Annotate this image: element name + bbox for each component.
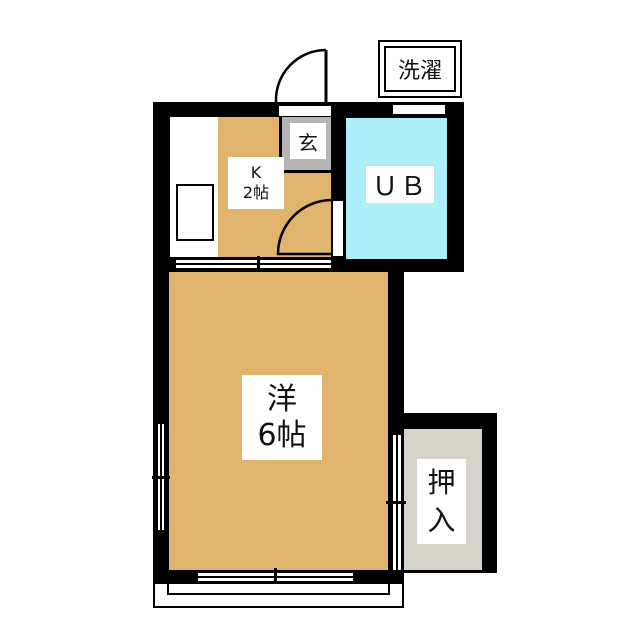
sink-icon	[176, 184, 214, 241]
kitchen-size: 2帖	[242, 183, 270, 202]
closet-label-2: 入	[427, 503, 456, 537]
western-room-size: 6帖	[257, 417, 307, 453]
closet-label-1: 押	[427, 465, 456, 499]
balcony	[153, 584, 404, 608]
entrance-door-opening	[279, 106, 331, 116]
kitchen-label-box: K 2帖	[228, 157, 284, 209]
bath-window	[393, 105, 445, 114]
unit-bath: ＵＢ	[346, 118, 447, 259]
kitchen-label: K	[250, 163, 262, 182]
western-room-label-box: 洋 6帖	[242, 375, 322, 460]
western-room-label: 洋	[267, 381, 297, 417]
entrance-label: 玄	[298, 130, 318, 155]
kitchen-partition-window	[176, 258, 331, 270]
entrance-area: 玄	[279, 117, 331, 173]
bath-label: ＵＢ	[371, 172, 428, 202]
entrance-door-icon	[274, 48, 328, 103]
bath-door-icon	[276, 198, 333, 256]
laundry-label: 洗濯	[397, 59, 442, 84]
closet: 押 入	[404, 429, 482, 570]
laundry-space: 洗濯	[378, 40, 462, 98]
bath-door-opening	[333, 201, 343, 256]
